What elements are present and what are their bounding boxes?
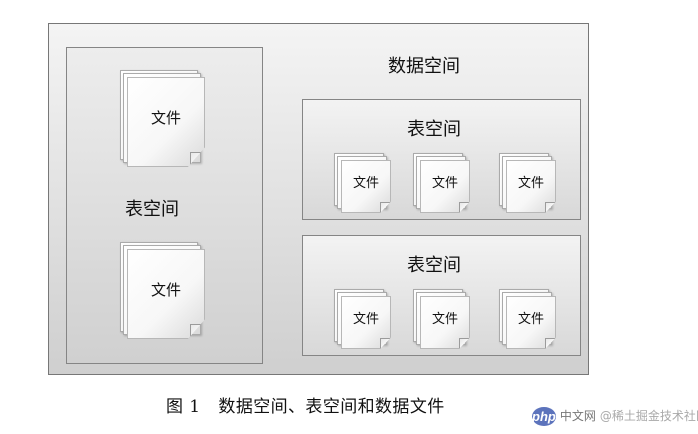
- file-document-icon: 文件: [420, 160, 470, 213]
- table-space-label: 表空间: [407, 119, 461, 140]
- data-space-diagram: 数据空间 文件 表空间 文件 表空间: [48, 23, 589, 375]
- file-document-icon: 文件: [341, 160, 391, 213]
- file-stack-left-bottom: 文件: [120, 242, 206, 342]
- file-document-icon: 文件: [506, 160, 556, 213]
- file-label: 文件: [517, 312, 544, 327]
- file-stack-bottom-3: 文件: [499, 289, 557, 350]
- file-label: 文件: [431, 312, 458, 327]
- file-stack-top-2: 文件: [413, 153, 471, 214]
- file-label: 文件: [352, 312, 379, 327]
- php-logo: php: [532, 406, 556, 426]
- file-stack-top-1: 文件: [334, 153, 392, 214]
- right-table-space-bottom: 表空间 文件 文件 文: [302, 235, 581, 356]
- watermark: php 中文网 @稀土掘金技术社区: [532, 404, 698, 428]
- left-table-space: 文件 表空间 文件: [66, 47, 263, 364]
- watermark-handle: @稀土掘金技术社区: [599, 409, 698, 423]
- data-space-label: 数据空间: [388, 56, 460, 77]
- file-label: 文件: [150, 109, 181, 127]
- left-table-space-label: 表空间: [125, 199, 179, 220]
- figure-caption: 图 1 数据空间、表空间和数据文件: [166, 396, 445, 418]
- caption-text: 数据空间、表空间和数据文件: [218, 397, 445, 417]
- right-table-space-top: 表空间 文件 文件 文: [302, 99, 581, 220]
- file-stack-top-3: 文件: [499, 153, 557, 214]
- file-label: 文件: [352, 176, 379, 191]
- file-stack-bottom-1: 文件: [334, 289, 392, 350]
- file-label: 文件: [431, 176, 458, 191]
- table-space-label: 表空间: [407, 255, 461, 276]
- file-document-icon: 文件: [341, 296, 391, 349]
- file-document-icon: 文件: [420, 296, 470, 349]
- file-stack-bottom-2: 文件: [413, 289, 471, 350]
- figure-number: 图 1: [166, 397, 201, 417]
- file-document-icon: 文件: [506, 296, 556, 349]
- watermark-site-text: 中文网: [559, 409, 596, 423]
- file-label: 文件: [150, 281, 181, 299]
- file-document-icon: 文件: [127, 77, 205, 167]
- file-stack-left-top: 文件: [120, 70, 206, 170]
- file-label: 文件: [517, 176, 544, 191]
- file-document-icon: 文件: [127, 249, 205, 339]
